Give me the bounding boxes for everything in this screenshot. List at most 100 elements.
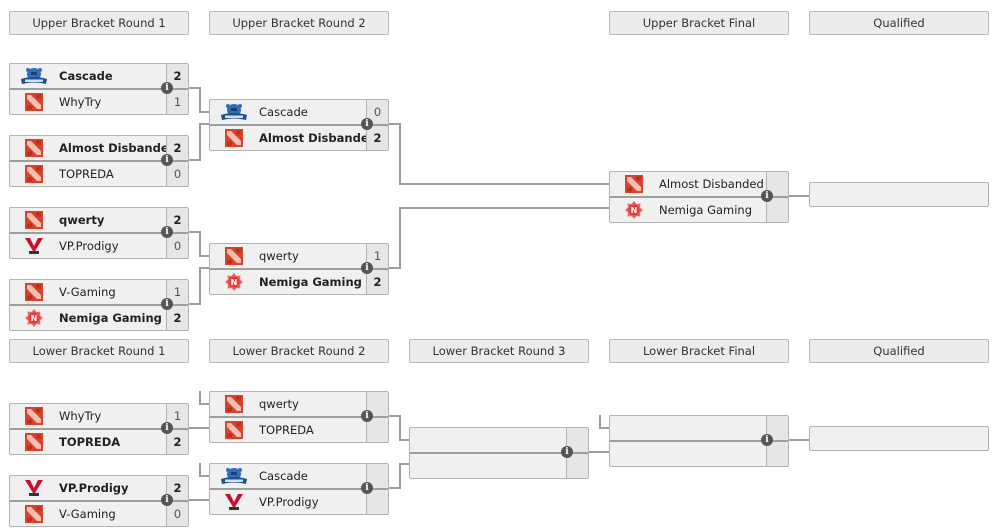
connector-line	[399, 463, 401, 489]
match-info-icon[interactable]: i	[161, 82, 173, 94]
team-name[interactable]: Almost Disbanded	[659, 177, 764, 191]
dota-logo-icon	[18, 210, 50, 230]
team-name[interactable]: Almost Disbanded	[59, 141, 166, 155]
lower-final-match-1[interactable]	[609, 415, 789, 467]
connector-line	[399, 415, 401, 441]
header-lower-qualified: Qualified	[809, 339, 989, 363]
team-score: 0	[166, 162, 188, 186]
nemiga-logo-icon: N	[618, 200, 650, 220]
svg-text:N: N	[231, 278, 238, 287]
match-info-icon[interactable]: i	[761, 434, 773, 446]
team-name[interactable]: VP.Prodigy	[259, 495, 319, 509]
team-name[interactable]: TOPREDA	[259, 423, 314, 437]
team-name[interactable]: Cascade	[259, 469, 308, 483]
header-upper-round-2: Upper Bracket Round 2	[209, 11, 389, 35]
match-info-icon[interactable]: i	[361, 410, 373, 422]
header-lower-final: Lower Bracket Final	[609, 339, 789, 363]
lower-round-3-match-1[interactable]	[409, 427, 589, 479]
team-name[interactable]: VP.Prodigy	[59, 481, 129, 495]
connector-line	[199, 87, 201, 113]
connector-line	[199, 267, 210, 269]
match-info-icon[interactable]: i	[161, 154, 173, 166]
team-name[interactable]: V-Gaming	[59, 285, 116, 299]
team-row[interactable]	[410, 428, 588, 452]
team-name[interactable]: Cascade	[259, 105, 308, 119]
team-score	[366, 490, 388, 514]
cascade-logo-icon	[218, 466, 250, 486]
team-row[interactable]: VP.Prodigy	[210, 488, 388, 514]
team-name[interactable]: Nemiga Gaming	[659, 203, 753, 217]
team-row[interactable]: Cascade	[210, 464, 388, 488]
match-info-icon[interactable]: i	[361, 262, 373, 274]
svg-text:N: N	[31, 314, 38, 323]
team-name[interactable]: Nemiga Gaming	[259, 275, 362, 289]
cascade-logo-icon	[18, 66, 50, 86]
cascade-logo-icon	[218, 102, 250, 122]
team-row[interactable]	[410, 452, 588, 478]
team-name[interactable]: TOPREDA	[59, 435, 121, 449]
team-name[interactable]: Nemiga Gaming	[59, 311, 162, 325]
team-row[interactable]: Almost Disbanded	[610, 172, 788, 196]
team-row[interactable]: N Nemiga Gaming	[610, 196, 788, 222]
dota-logo-icon	[218, 394, 250, 414]
team-row[interactable]: qwerty	[210, 392, 388, 416]
match-info-icon[interactable]: i	[761, 190, 773, 202]
match-info-icon[interactable]: i	[361, 482, 373, 494]
team-name[interactable]: V-Gaming	[59, 507, 116, 521]
team-name[interactable]: WhyTry	[59, 409, 102, 423]
team-row[interactable]	[610, 416, 788, 440]
match-info-icon[interactable]: i	[161, 298, 173, 310]
team-name[interactable]: TOPREDA	[59, 167, 114, 181]
dota-logo-icon	[18, 138, 50, 158]
match-info-icon[interactable]: i	[161, 226, 173, 238]
empty-logo-slot	[618, 418, 650, 438]
match-info-icon[interactable]: i	[361, 118, 373, 130]
team-name[interactable]: Almost Disbanded	[259, 131, 366, 145]
team-name[interactable]: qwerty	[59, 213, 105, 227]
team-name[interactable]: VP.Prodigy	[59, 239, 119, 253]
team-row[interactable]: qwerty 2	[10, 208, 188, 232]
connector-line	[570, 451, 610, 453]
match-info-icon[interactable]: i	[161, 494, 173, 506]
team-score: 0	[166, 234, 188, 258]
svg-text:N: N	[631, 206, 638, 215]
team-row[interactable]: TOPREDA 0	[10, 160, 188, 186]
team-row[interactable]	[610, 440, 788, 466]
team-name[interactable]: qwerty	[259, 249, 299, 263]
team-row[interactable]: VP.Prodigy 0	[10, 232, 188, 258]
match-info-icon[interactable]: i	[561, 446, 573, 458]
team-name[interactable]: WhyTry	[59, 95, 102, 109]
connector-line	[199, 475, 210, 477]
header-upper-round-1: Upper Bracket Round 1	[9, 11, 189, 35]
team-score	[566, 428, 588, 452]
team-score: 2	[166, 208, 188, 232]
team-name[interactable]: Cascade	[59, 69, 113, 83]
team-name[interactable]: qwerty	[259, 397, 299, 411]
match-info-icon[interactable]: i	[161, 422, 173, 434]
team-row[interactable]: TOPREDA	[210, 416, 388, 442]
